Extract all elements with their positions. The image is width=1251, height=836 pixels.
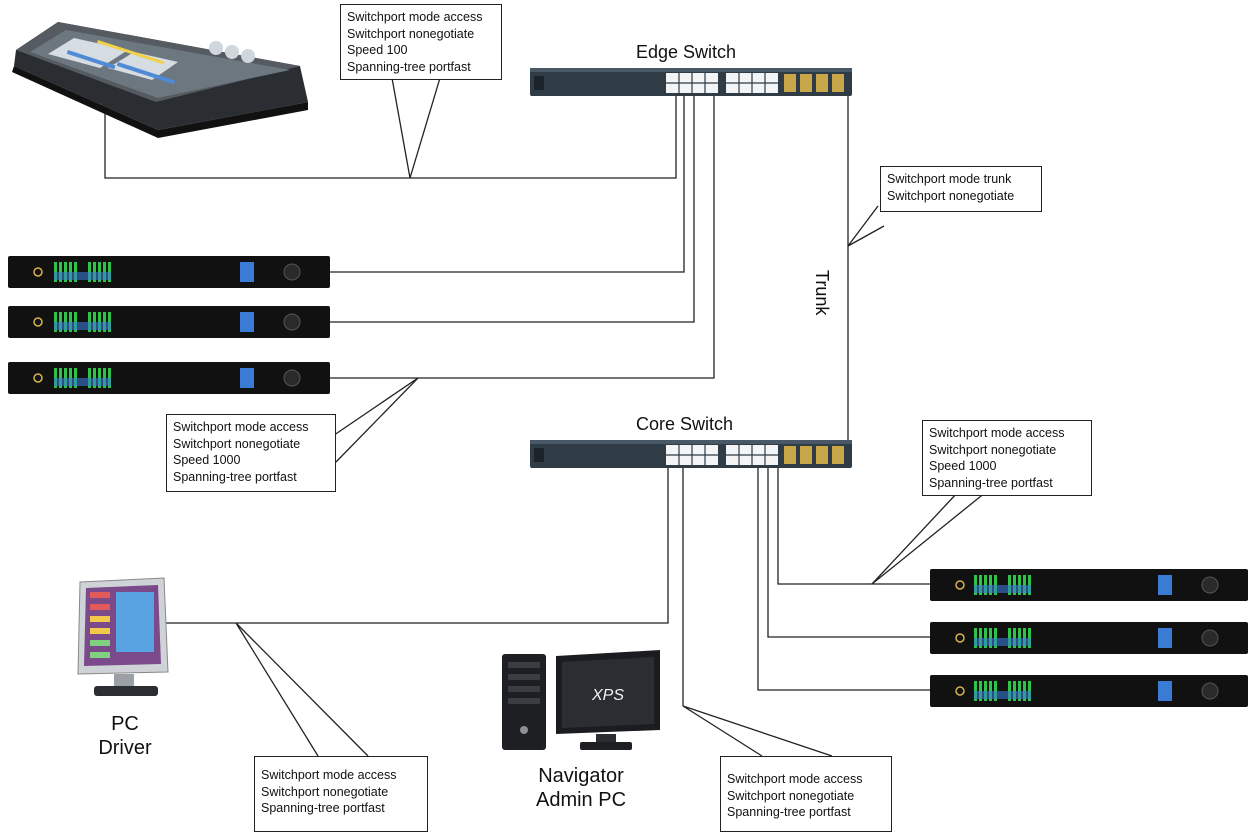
- wire-trunk: [838, 92, 849, 449]
- callout-line: Switchport mode access: [347, 10, 483, 24]
- callout-trunk: Switchport mode trunk Switchport nonegot…: [880, 166, 1042, 212]
- rack-engine-2: [8, 306, 330, 338]
- core-switch: [530, 440, 852, 468]
- callout-console: Switchport mode access Switchport nonego…: [340, 4, 502, 80]
- callout-line: Switchport nonegotiate: [173, 436, 301, 451]
- callout-line: Switchport mode access: [727, 772, 863, 786]
- trunk-label: Trunk: [812, 270, 832, 316]
- pointer-pcdriver: [235, 622, 369, 757]
- callout-line: Speed 1000: [173, 453, 241, 467]
- pointer-console: [391, 77, 441, 179]
- callout-line: Switchport mode access: [261, 768, 397, 782]
- callout-line: Switchport nonegotiate: [727, 788, 855, 803]
- wire-core-engine-6: [757, 464, 932, 691]
- monitor-brand-text: XPS: [591, 687, 624, 704]
- pc-driver-monitor: [77, 577, 169, 696]
- callout-right-engines: Switchport mode access Switchport nonego…: [922, 420, 1092, 496]
- callout-line: Switchport nonegotiate: [261, 784, 389, 799]
- pc-driver-line-2: Driver: [98, 737, 152, 759]
- navigator-pc: XPS: [502, 650, 660, 750]
- callout-line: Switchport mode access: [929, 426, 1065, 440]
- callout-line: Switchport nonegotiate: [347, 26, 475, 41]
- wire-console-edge: [104, 92, 677, 179]
- pc-driver-label: PC Driver: [90, 712, 160, 760]
- core-switch-title: Core Switch: [636, 414, 734, 434]
- rack-engine-3: [8, 362, 330, 394]
- pointer-left-engines: [317, 377, 419, 463]
- callout-line: Spanning-tree portfast: [261, 801, 385, 815]
- pointer-navigator: [682, 705, 833, 757]
- callout-line: Speed 100: [347, 43, 408, 57]
- rack-engine-1: [8, 256, 330, 288]
- callout-navigator: Switchport mode access Switchport nonego…: [720, 756, 892, 832]
- wire-edge-engine-2: [329, 92, 695, 323]
- rack-engine-6: [930, 675, 1248, 707]
- pointer-right-engines: [871, 491, 987, 585]
- edge-switch-title: Edge Switch: [636, 42, 737, 62]
- callout-line: Switchport mode trunk: [887, 172, 1012, 186]
- pointer-trunk: [847, 205, 885, 247]
- callout-line: Switchport nonegotiate: [887, 188, 1015, 203]
- callout-line: Spanning-tree portfast: [727, 805, 851, 819]
- navigator-line-1: Navigator: [538, 765, 624, 787]
- pc-driver-line-1: PC: [111, 713, 139, 735]
- navigator-label: Navigator Admin PC: [526, 764, 636, 812]
- callout-line: Switchport nonegotiate: [929, 442, 1057, 457]
- wire-core-pcdriver: [160, 464, 669, 624]
- callout-line: Spanning-tree portfast: [173, 469, 297, 484]
- wire-edge-engine-1: [329, 92, 685, 273]
- wire-edge-engine-3: [329, 92, 715, 379]
- mixing-console: [12, 22, 308, 138]
- callout-line: Spanning-tree portfast: [347, 59, 471, 74]
- callout-line: Spanning-tree portfast: [929, 475, 1053, 490]
- callout-left-engines: Switchport mode access Switchport nonego…: [166, 414, 336, 492]
- callout-pc-driver: Switchport mode access Switchport nonego…: [254, 756, 428, 832]
- wire-core-engine-4: [777, 464, 932, 585]
- callout-line: Speed 1000: [929, 459, 997, 473]
- callout-line: Switchport mode access: [173, 420, 309, 434]
- rack-engine-4: [930, 569, 1248, 601]
- wire-core-engine-5: [767, 464, 932, 638]
- navigator-line-2: Admin PC: [535, 789, 627, 811]
- edge-switch: [530, 68, 852, 96]
- rack-engine-5: [930, 622, 1248, 654]
